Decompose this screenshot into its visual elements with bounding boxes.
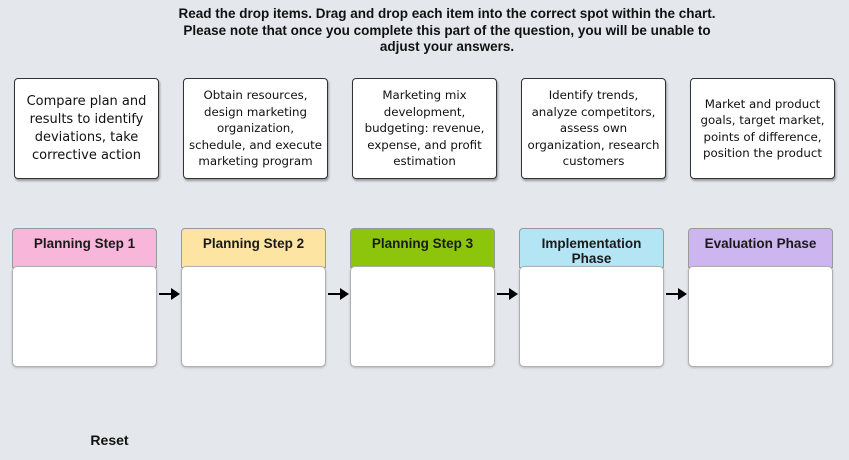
drag-item-text: Marketing mix development, budgeting: re…	[364, 88, 485, 169]
drag-item-text: Compare plan and results to identify dev…	[26, 93, 147, 163]
drag-item-obtain-resources[interactable]: Obtain resources, design marketing organ…	[183, 78, 328, 179]
drop-zone-implementation[interactable]	[519, 266, 664, 367]
drag-item-marketing-mix[interactable]: Marketing mix development, budgeting: re…	[352, 78, 497, 179]
drag-item-text: Market and product goals, target market,…	[700, 96, 825, 161]
phase-planning-step-2: Planning Step 2	[181, 228, 328, 367]
drag-item-identify-trends[interactable]: Identify trends, analyze competitors, as…	[521, 78, 666, 179]
reset-button[interactable]: Reset	[90, 432, 129, 448]
phase-header: Implementation Phase	[519, 228, 664, 268]
drag-item-compare-plan[interactable]: Compare plan and results to identify dev…	[14, 78, 159, 179]
phase-header: Planning Step 2	[181, 228, 326, 268]
drop-zone-planning-step-1[interactable]	[12, 266, 157, 367]
arrow-right-icon	[666, 288, 687, 300]
arrow-right-icon	[328, 288, 349, 300]
phase-header: Evaluation Phase	[688, 228, 833, 268]
phase-header: Planning Step 3	[350, 228, 495, 268]
phase-evaluation: Evaluation Phase	[688, 228, 835, 367]
phase-header: Planning Step 1	[12, 228, 157, 268]
drop-zone-evaluation[interactable]	[688, 266, 833, 367]
drop-zone-planning-step-3[interactable]	[350, 266, 495, 367]
arrow-right-icon	[497, 288, 518, 300]
instructions: Read the drop items. Drag and drop each …	[162, 6, 732, 56]
drag-item-market-goals[interactable]: Market and product goals, target market,…	[690, 78, 835, 179]
instructions-line-3: adjust your answers.	[379, 39, 515, 54]
drag-item-text: Identify trends, analyze competitors, as…	[527, 88, 660, 169]
drag-item-text: Obtain resources, design marketing organ…	[188, 88, 323, 169]
phase-planning-step-1: Planning Step 1	[12, 228, 159, 367]
instructions-line-1: Read the drop items. Drag and drop each …	[178, 6, 716, 21]
drop-zone-planning-step-2[interactable]	[181, 266, 326, 367]
arrow-right-icon	[159, 288, 180, 300]
phase-implementation: Implementation Phase	[519, 228, 666, 367]
phase-planning-step-3: Planning Step 3	[350, 228, 497, 367]
instructions-line-2: Please note that once you complete this …	[183, 22, 711, 38]
